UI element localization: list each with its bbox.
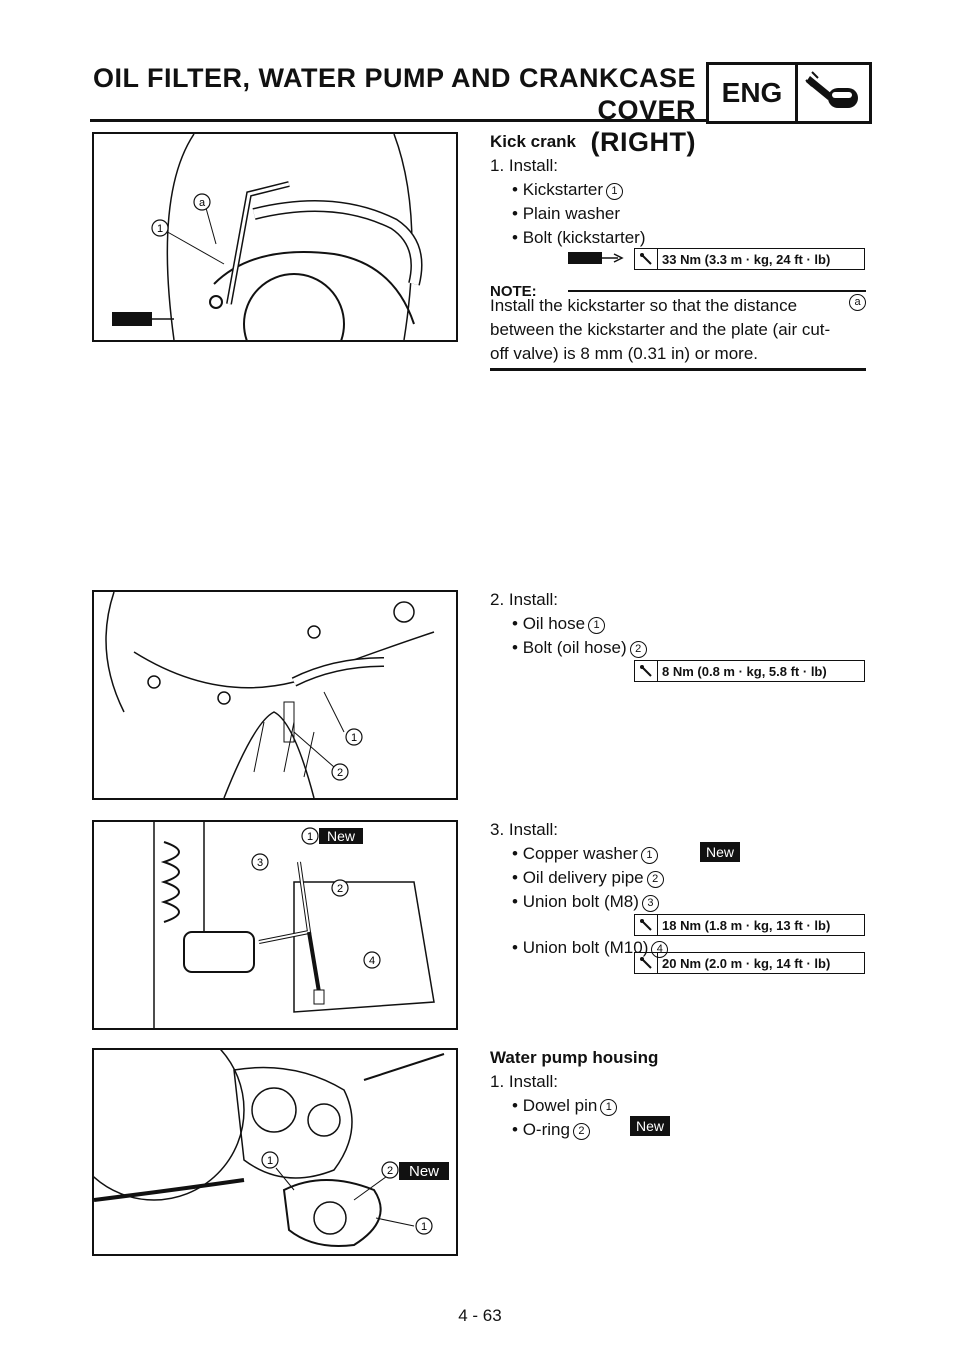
heading-water-pump-housing: Water pump housing xyxy=(490,1048,659,1067)
ref-circle: 4 xyxy=(651,941,669,958)
kick-crank-illustration: a 1 xyxy=(112,134,423,340)
step-1-install: 1. Install: xyxy=(490,156,559,175)
new-part-badge: New xyxy=(630,1116,671,1136)
step-3-install: 3. Install: xyxy=(490,820,559,839)
list-item: Bolt (oil hose)2 xyxy=(512,636,647,660)
fig-label-2: 2 xyxy=(337,767,343,779)
fig-label-4: 4 xyxy=(369,955,375,967)
figure-oil-hose: 1 2 xyxy=(92,590,458,800)
page-number: 4 - 63 xyxy=(458,1306,502,1325)
step-1-install: 1. Install: xyxy=(490,1072,559,1091)
fig-label-1b: 1 xyxy=(421,1221,427,1233)
ref-circle: 2 xyxy=(646,871,664,888)
new-part-badge: New xyxy=(700,842,741,862)
note-rule-top xyxy=(568,290,866,292)
torque-spec-oil-hose: 8 Nm (0.8 m · kg, 5.8 ft · lb) xyxy=(634,660,865,682)
figure-oil-delivery-pipe: New 1 2 3 4 xyxy=(92,820,458,1030)
torque-spec-union-bolt-m8: 18 Nm (1.8 m · kg, 13 ft · lb) xyxy=(634,914,865,936)
wrench-icon xyxy=(798,65,869,121)
heading-kick-crank: Kick crank xyxy=(490,132,576,151)
title-line-1: OIL FILTER, WATER PUMP AND CRANKCASE COV… xyxy=(92,63,696,125)
fig-label-a: a xyxy=(199,197,206,209)
section-tag: ENG xyxy=(709,65,798,121)
figure-water-pump-housing: New 1 2 1 xyxy=(92,1048,458,1256)
torque-value: 18 Nm (1.8 m · kg, 13 ft · lb) xyxy=(662,917,831,933)
section-tab: ENG xyxy=(706,62,872,124)
torque-spec-kickstarter: 33 Nm (3.3 m · kg, 24 ft · lb) xyxy=(634,248,865,270)
list-item: Plain washer xyxy=(512,202,620,226)
fig-label-2: 2 xyxy=(337,883,343,895)
note-body: Install the kickstarter so that the dist… xyxy=(490,294,866,366)
oil-hose-illustration: 1 2 xyxy=(105,592,435,798)
title-line-2: (RIGHT) xyxy=(590,127,696,157)
ref-circle: 1 xyxy=(600,1099,618,1116)
ref-circle: 3 xyxy=(641,895,659,912)
fig-label-1: 1 xyxy=(307,831,313,843)
torque-value: 8 Nm (0.8 m · kg, 5.8 ft · lb) xyxy=(662,663,827,679)
fig-label-2: 2 xyxy=(387,1165,393,1177)
list-item: Union bolt (M10)4 xyxy=(512,936,669,960)
fig-label-1: 1 xyxy=(157,223,163,235)
figure-kick-crank: a 1 xyxy=(92,132,458,342)
fig-label-1: 1 xyxy=(351,732,357,744)
ref-circle: 2 xyxy=(572,1123,590,1140)
note-rule-bottom xyxy=(490,368,866,371)
water-pump-illustration: New 1 2 1 xyxy=(94,1050,449,1247)
ref-circle: 2 xyxy=(629,641,647,658)
torque-wrench-icon xyxy=(635,915,658,935)
list-item: Bolt (kickstarter) xyxy=(512,226,646,250)
fig-label-3: 3 xyxy=(257,857,263,869)
note-label: NOTE: xyxy=(490,283,537,300)
oil-pipe-illustration: New 1 2 3 4 xyxy=(153,822,435,1028)
header-rule xyxy=(90,119,706,122)
ref-circle: a xyxy=(849,294,866,311)
torque-value: 33 Nm (3.3 m · kg, 24 ft · lb) xyxy=(662,251,831,267)
ref-circle: 1 xyxy=(640,847,658,864)
torque-wrench-icon xyxy=(635,249,658,269)
fig-label-1: 1 xyxy=(267,1155,273,1167)
list-item: Union bolt (M8)3 xyxy=(512,890,659,914)
ref-circle: 1 xyxy=(605,183,623,200)
ref-circle: 1 xyxy=(588,617,606,634)
fig-new-tag: New xyxy=(409,1163,439,1180)
torque-value: 20 Nm (2.0 m · kg, 14 ft · lb) xyxy=(662,955,831,971)
torque-wrench-icon xyxy=(635,953,658,973)
step-2-install: 2. Install: xyxy=(490,590,559,609)
thread-lock-icon xyxy=(566,248,626,273)
torque-wrench-icon xyxy=(635,661,658,681)
fig-new-tag: New xyxy=(327,828,356,844)
torque-spec-union-bolt-m10: 20 Nm (2.0 m · kg, 14 ft · lb) xyxy=(634,952,865,974)
page-title: OIL FILTER, WATER PUMP AND CRANKCASE COV… xyxy=(60,62,696,158)
